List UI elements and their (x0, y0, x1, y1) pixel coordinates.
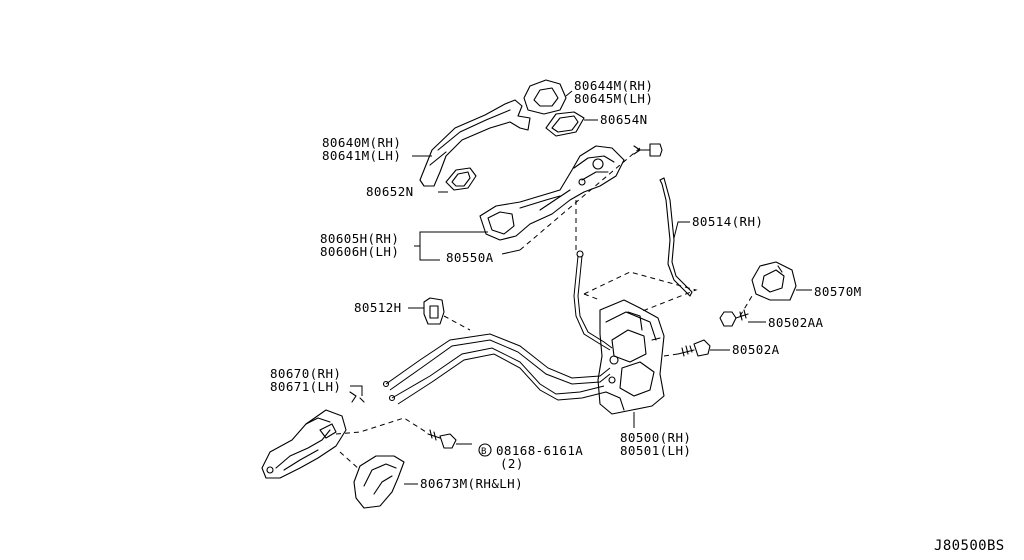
label-80502a: 80502A (732, 342, 780, 357)
label-80570m: 80570M (814, 284, 862, 299)
label-80550a: 80550A (446, 250, 494, 265)
label-80605h: 80605H(RH) (320, 231, 399, 246)
frame-screw (633, 143, 663, 157)
alignment-lines (335, 147, 753, 471)
bolt-80502aa (719, 309, 749, 327)
label-80670: 80670(RH) (270, 366, 341, 381)
bolt-80502a (677, 339, 711, 357)
label-80512h: 80512H (354, 300, 402, 315)
diagram-reference-code: J80500BS (934, 538, 1005, 554)
bolt-marker-b: B (478, 443, 492, 457)
label-80673m: 80673M(RH&LH) (420, 476, 523, 491)
inside-handle-bracket (349, 391, 365, 403)
label-80606h: 80606H(LH) (320, 244, 399, 259)
clip-80512h (423, 297, 445, 325)
striker-80570m (751, 261, 797, 301)
label-80502aa: 80502AA (768, 315, 824, 330)
label-80654n: 80654N (600, 112, 648, 127)
leader-lines (350, 90, 812, 485)
label-80501: 80501(LH) (620, 443, 691, 458)
outside-handle-80640m (419, 99, 531, 187)
inside-handle-80670 (261, 409, 347, 479)
rod-80514 (659, 177, 693, 297)
handle-frame-80605h (479, 145, 625, 241)
door-lock-actuator-80500 (597, 299, 665, 415)
label-80500: 80500(RH) (620, 430, 691, 445)
label-08168: 08168-6161A (496, 443, 583, 458)
label-08168-qty: (2) (500, 456, 524, 471)
bolt-08168 (427, 429, 457, 449)
label-80641m: 80641M(LH) (322, 148, 401, 163)
control-cables (382, 250, 613, 405)
label-80514: 80514(RH) (692, 214, 763, 229)
label-80644m: 80644M(RH) (574, 78, 653, 93)
escutcheon-80673m (353, 455, 405, 509)
bolt-marker-letter: B (481, 447, 487, 457)
label-80640m: 80640M(RH) (322, 135, 401, 150)
label-80645m: 80645M(LH) (574, 91, 653, 106)
escutcheon-80644m (523, 79, 567, 115)
label-80652n: 80652N (366, 184, 414, 199)
label-80671: 80671(LH) (270, 379, 341, 394)
gasket-80654n (545, 111, 585, 137)
gasket-80652n (445, 167, 477, 191)
